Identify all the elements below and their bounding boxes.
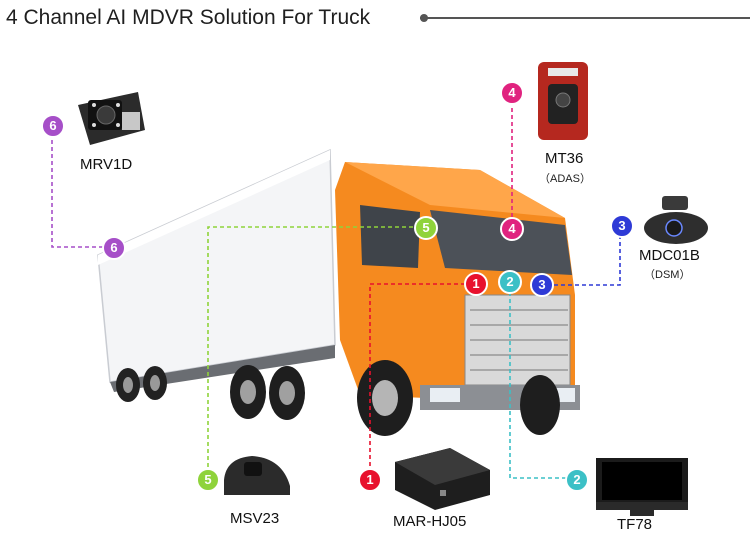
mt36-sublabel: （ADAS） bbox=[539, 173, 591, 185]
mdc01b-label: MDC01B bbox=[639, 247, 700, 264]
channel-1-badge-device: 1 bbox=[358, 468, 382, 492]
channel-6-badge-truck: 6 bbox=[102, 236, 126, 260]
trailer bbox=[97, 148, 336, 392]
channel-2-line bbox=[509, 292, 568, 479]
channel-6-line bbox=[51, 140, 110, 248]
channel-3-line bbox=[548, 235, 621, 286]
mrv1d-camera-image bbox=[78, 92, 145, 145]
mt36-camera-image bbox=[538, 62, 588, 140]
page-title: 4 Channel AI MDVR Solution For Truck bbox=[6, 6, 371, 29]
mrv1d-label: MRV1D bbox=[80, 156, 133, 173]
channel-3-badge-device: 3 bbox=[610, 214, 634, 238]
channel-3-badge-truck: 3 bbox=[530, 273, 554, 297]
channel-6-badge-device: 6 bbox=[41, 114, 65, 138]
title-divider bbox=[420, 14, 750, 22]
channel-5-badge-truck: 5 bbox=[414, 216, 438, 240]
tf78-label: TF78 bbox=[617, 516, 653, 533]
channel-4-badge-truck: 4 bbox=[500, 217, 524, 241]
channel-4-badge-device: 4 bbox=[500, 81, 524, 105]
channel-1-badge-truck: 1 bbox=[464, 272, 488, 296]
trailer-wheels bbox=[116, 365, 305, 420]
channel-2-badge-device: 2 bbox=[565, 468, 589, 492]
cab-wheels bbox=[357, 360, 560, 436]
channel-1-line bbox=[369, 283, 472, 470]
mdc01b-sublabel: （DSM） bbox=[644, 269, 691, 281]
channel-5-line bbox=[207, 226, 420, 470]
msv23-label: MSV23 bbox=[230, 510, 280, 527]
channel-5-badge-device: 5 bbox=[196, 468, 220, 492]
channel-2-badge-truck: 2 bbox=[498, 270, 522, 294]
mdc01b-camera-image bbox=[644, 196, 708, 244]
tf78-monitor-image bbox=[596, 458, 688, 516]
mt36-label: MT36 bbox=[545, 150, 584, 167]
mar-hj05-label: MAR-HJ05 bbox=[393, 513, 467, 530]
mar-hj05-mdvr-image bbox=[395, 448, 490, 510]
msv23-camera-image bbox=[224, 456, 290, 495]
